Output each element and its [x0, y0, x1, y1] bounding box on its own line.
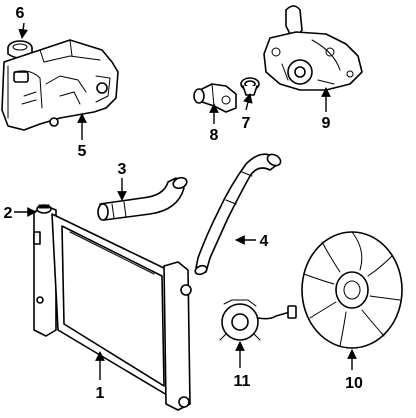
radiator-cap-part: [36, 204, 52, 214]
radiator-part: [33, 205, 192, 411]
callout-9: 9: [322, 115, 331, 132]
callout-10: 10: [345, 375, 363, 392]
callout-2: 2: [4, 205, 13, 222]
upper-radiator-hose-part: [97, 176, 188, 221]
callout-3: 3: [118, 161, 127, 178]
callout-4: 4: [260, 233, 269, 250]
thermostat-part: [240, 77, 260, 96]
callout-11: 11: [234, 373, 251, 390]
callout-6: 6: [16, 5, 25, 22]
coolant-reservoir-part: [1, 39, 119, 131]
callout-1: 1: [96, 385, 105, 402]
callout-labels: 6 5 8 7 9 3 4 2 1 11 10: [4, 5, 363, 402]
callout-5: 5: [78, 143, 87, 160]
thermostat-housing-part: [193, 83, 237, 113]
water-pump-part: [263, 5, 363, 91]
fan-motor-part: [219, 299, 297, 341]
fan-blade-part: [301, 231, 403, 349]
leader-lines: [14, 22, 357, 380]
callout-8: 8: [210, 127, 219, 144]
callout-7: 7: [242, 115, 251, 132]
lower-radiator-hose-part: [194, 153, 282, 276]
